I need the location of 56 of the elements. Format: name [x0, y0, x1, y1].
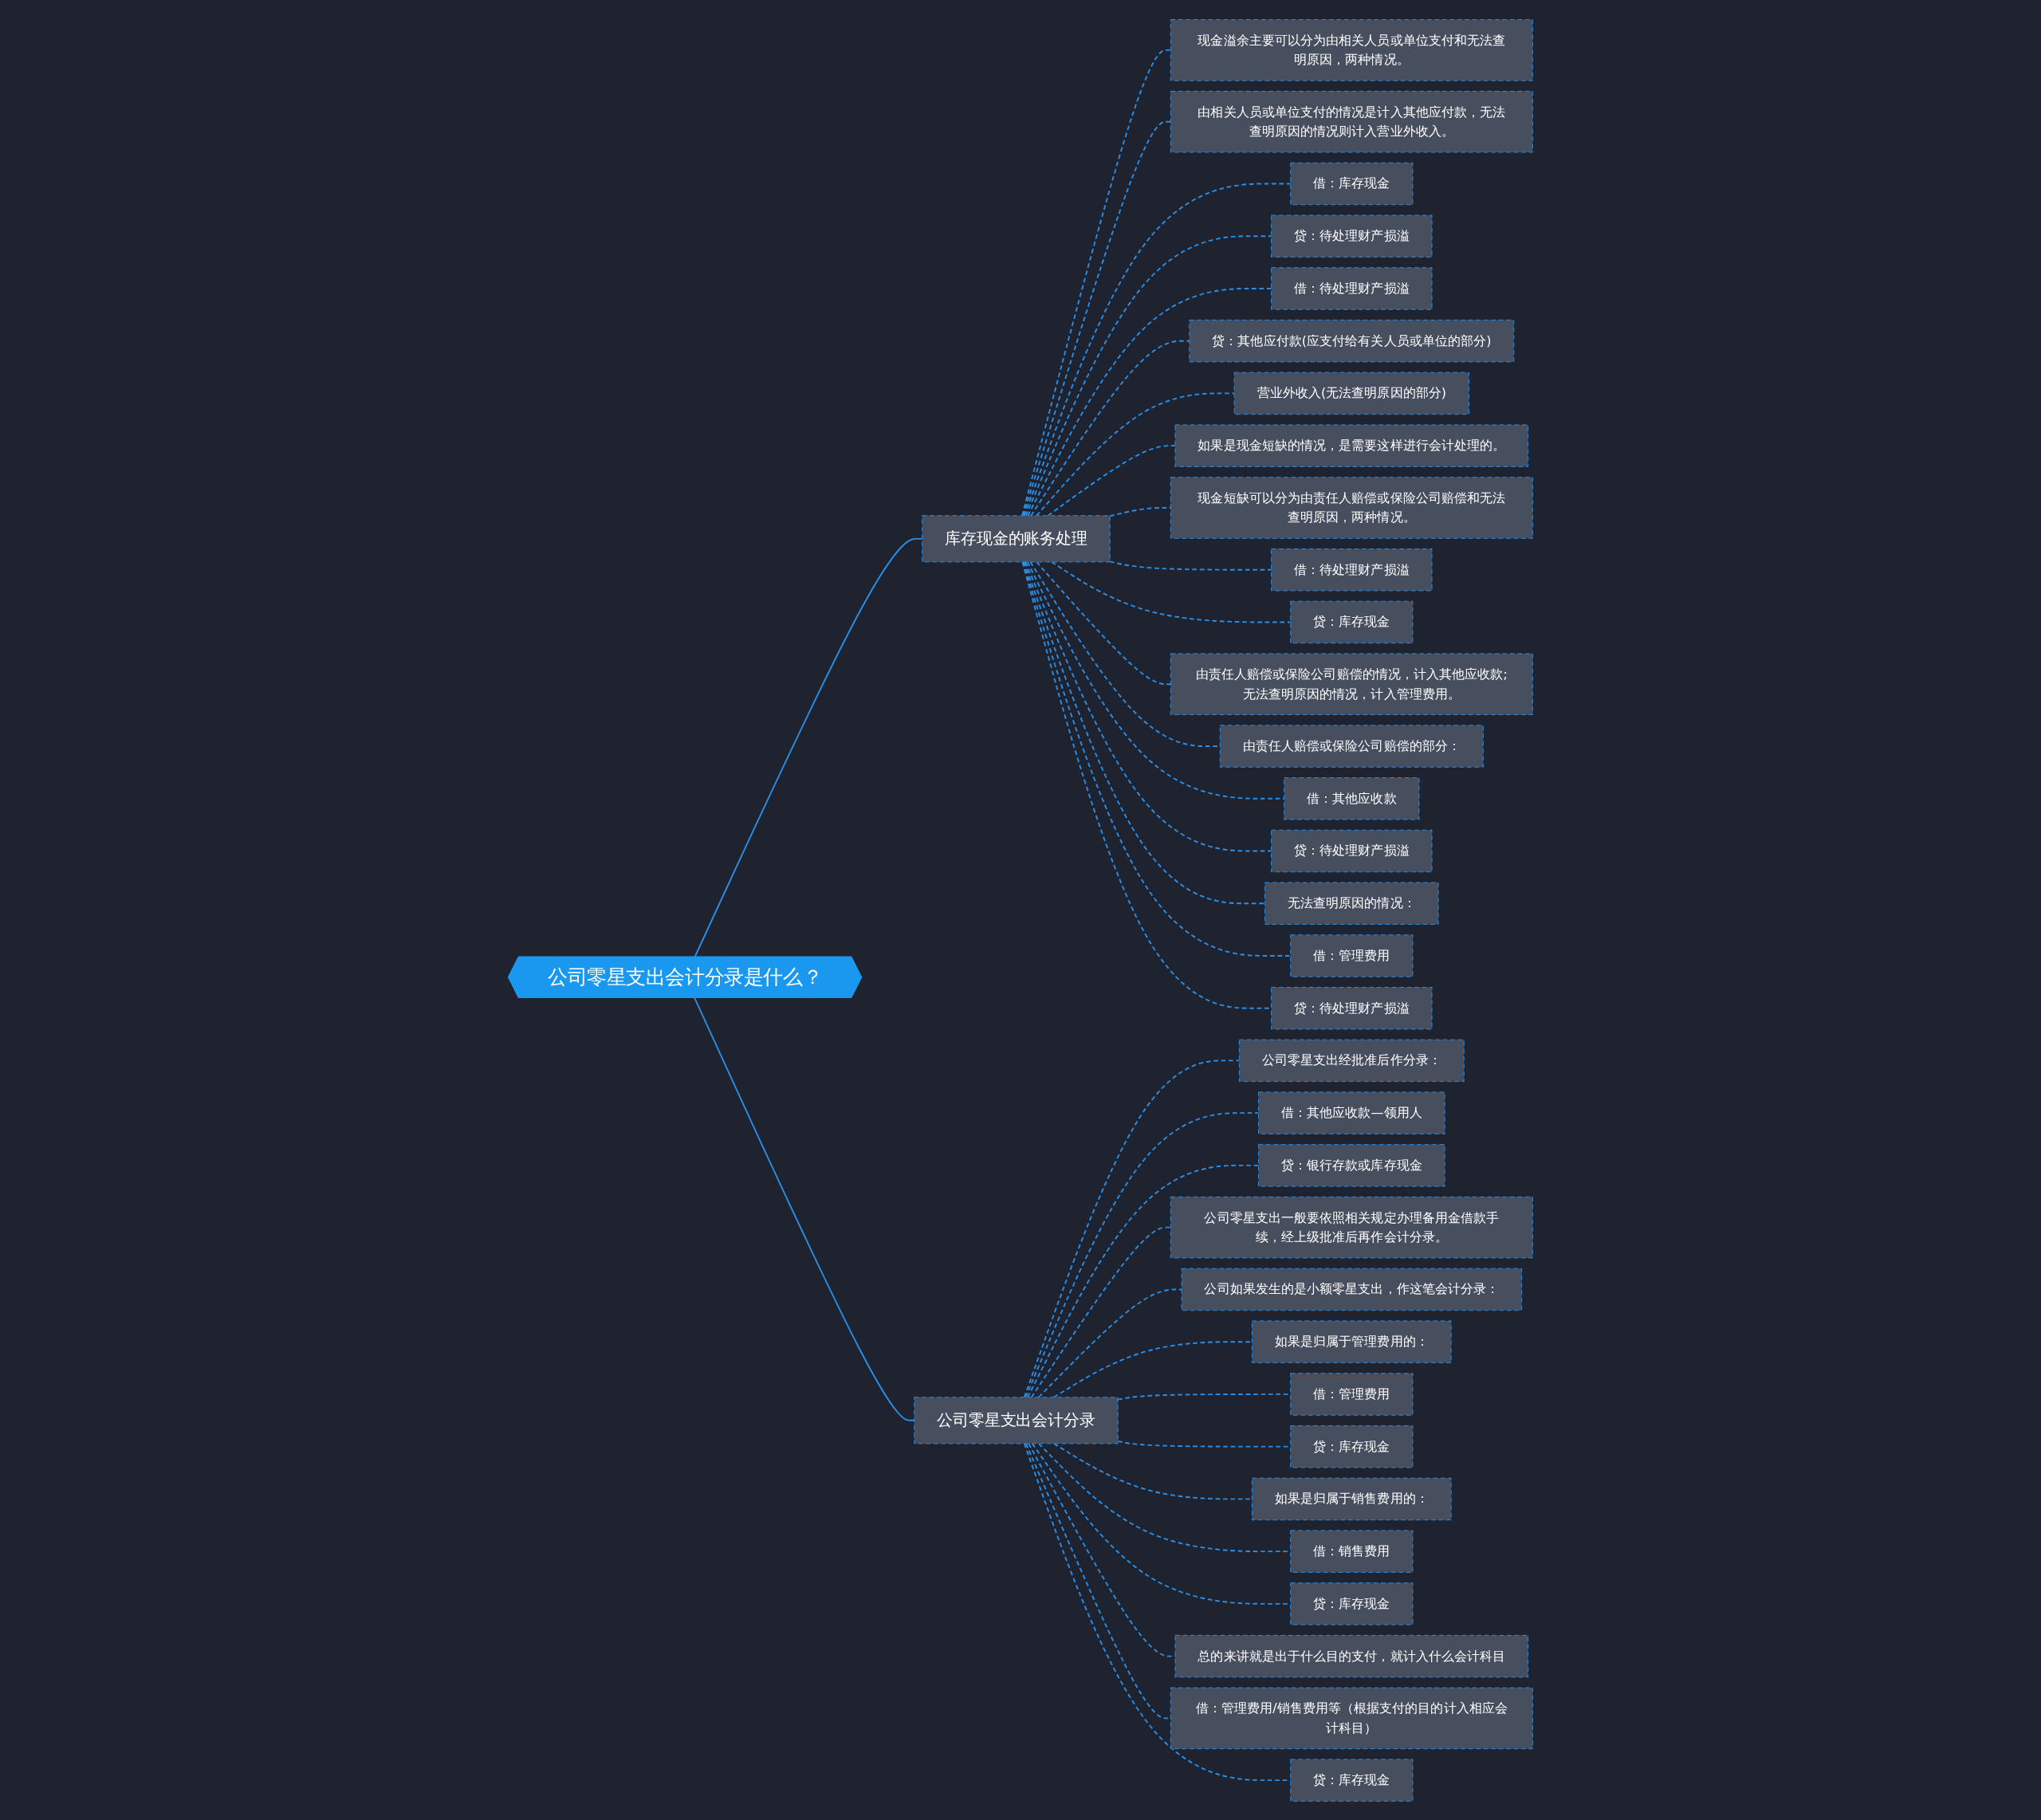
connector — [1024, 183, 1292, 517]
connector — [1024, 1111, 1260, 1398]
connector — [1027, 287, 1272, 517]
connector — [1024, 234, 1272, 517]
connector — [1030, 340, 1190, 517]
node-box: 现金溢余主要可以分为由相关人员或单位支付和无法查明原因，两种情况。 — [1170, 18, 1533, 81]
node-box: 借：管理费用 — [1290, 934, 1414, 977]
node-box: 营业外收入(无法查明原因的部分) — [1233, 371, 1470, 415]
node-box: 贷：待处理财产损溢 — [1271, 829, 1433, 872]
node-box: 贷：库存现金 — [1290, 1425, 1414, 1468]
connector — [1036, 392, 1236, 517]
node-box: 公司零星支出经批准后作分录： — [1239, 1039, 1465, 1082]
connector — [694, 996, 915, 1421]
node-box: 借：其他应收款 — [1284, 776, 1420, 820]
node-box: 贷：库存现金 — [1290, 1758, 1414, 1802]
node-box: 如果是归属于管理费用的： — [1252, 1320, 1452, 1363]
node-box: 由责任人赔偿或保险公司赔偿的部分： — [1219, 724, 1484, 768]
node-box: 贷：库存现金 — [1290, 600, 1414, 643]
connector — [1027, 1164, 1260, 1398]
node-box: 无法查明原因的情况： — [1264, 882, 1439, 925]
node-box: 贷：库存现金 — [1290, 1582, 1414, 1625]
node-box: 借：待处理财产损溢 — [1271, 548, 1433, 591]
node-box: 总的来讲就是出于什么目的支付，就计入什么会计科目 — [1174, 1634, 1529, 1677]
node-box: 如果是归属于销售费用的： — [1252, 1477, 1452, 1520]
connector — [1051, 560, 1292, 623]
connector — [1023, 1059, 1241, 1398]
node-box: 借：其他应收款—领用人 — [1258, 1091, 1445, 1134]
node-box: 贷：待处理财产损溢 — [1271, 214, 1433, 257]
connector — [1047, 444, 1177, 517]
node-box: 借：管理费用/销售费用等（根据支付的目的计入相应会计科目） — [1170, 1687, 1533, 1749]
node-box: 库存现金的账务处理 — [922, 514, 1111, 562]
node-box: 贷：待处理财产损溢 — [1271, 986, 1433, 1029]
connector — [1109, 560, 1272, 571]
node-box: 如果是现金短缺的情况，是需要这样进行会计处理的。 — [1174, 423, 1529, 467]
node-box: 现金短缺可以分为由责任人赔偿或保险公司赔偿和无法查明原因，两种情况。 — [1170, 476, 1533, 539]
connector — [1021, 49, 1172, 517]
node-box: 贷：银行存款或库存现金 — [1258, 1143, 1445, 1187]
connector — [1021, 560, 1272, 1009]
connector — [1030, 1226, 1172, 1398]
connector — [1038, 1288, 1183, 1398]
node-box: 公司零星支出一般要依照相关规定办理备用金借款手续，经上级批准后再作会计分录。 — [1170, 1196, 1533, 1258]
node-box: 借：管理费用 — [1290, 1372, 1414, 1416]
node-box: 由责任人赔偿或保险公司赔偿的情况，计入其他应收款;无法查明原因的情况，计入管理费用。 — [1170, 653, 1533, 715]
node-box: 借：销售费用 — [1290, 1529, 1414, 1573]
node-box: 借：库存现金 — [1290, 162, 1414, 205]
node-box: 公司如果发生的是小额零星支出，作这笔会计分录： — [1181, 1268, 1523, 1311]
node-box: 借：待处理财产损溢 — [1271, 266, 1433, 310]
node-box: 公司零星支出会计分录 — [914, 1396, 1119, 1444]
connector — [1024, 560, 1272, 851]
connector — [1109, 506, 1172, 517]
node-box: 由相关人员或单位支付的情况是计入其他应付款，无法查明原因的情况则计入营业外收入。 — [1170, 90, 1533, 152]
connector — [1023, 560, 1266, 904]
connector — [1022, 120, 1172, 517]
connector — [1036, 560, 1172, 685]
node-box: 贷：其他应付款(应支付给有关人员或单位的部分) — [1189, 319, 1515, 362]
connector — [1022, 560, 1292, 957]
